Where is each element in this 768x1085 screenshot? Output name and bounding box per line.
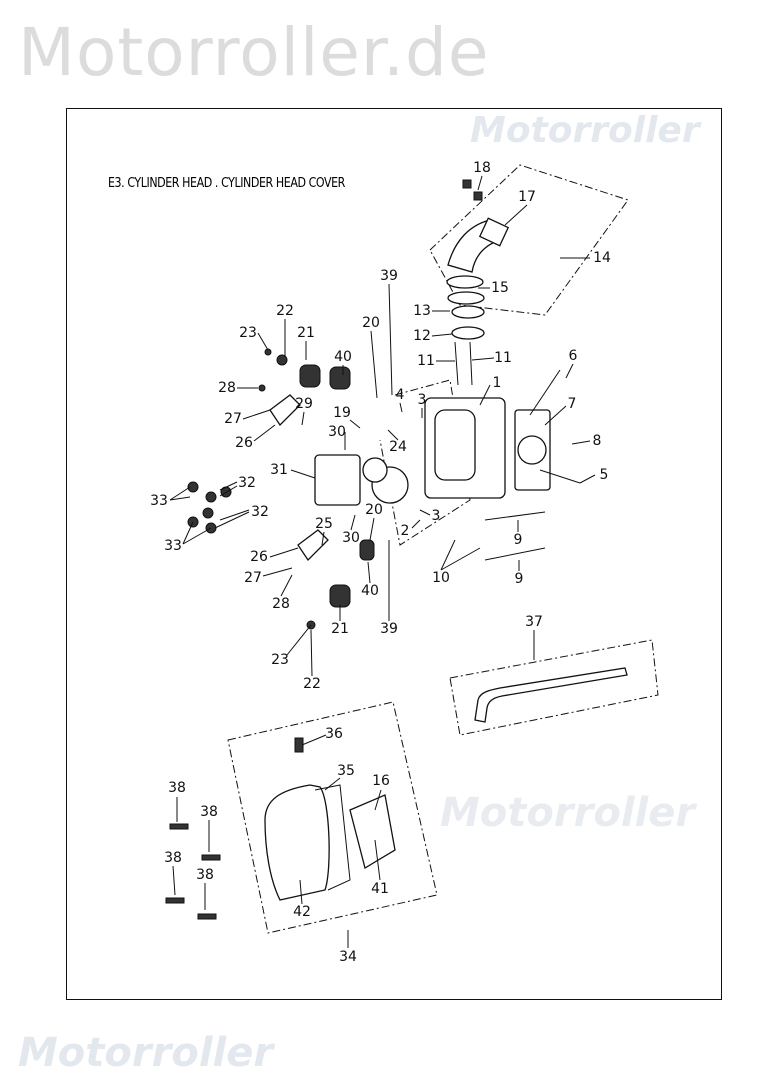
callout: 2 [401, 523, 410, 539]
callout: 40 [334, 349, 352, 365]
callout-labels: 18 17 14 15 13 12 11 11 39 20 40 22 23 2… [150, 160, 611, 965]
callout: 29 [295, 396, 313, 412]
callout: 28 [218, 380, 236, 396]
callout: 9 [514, 532, 523, 548]
callout: 30 [342, 530, 360, 546]
callout: 9 [515, 571, 524, 587]
callout: 22 [303, 676, 321, 692]
callout: 27 [244, 570, 262, 586]
callout: 26 [250, 549, 268, 565]
callout: 11 [494, 350, 512, 366]
callout: 33 [150, 493, 168, 509]
callout: 39 [380, 621, 398, 637]
callout: 17 [518, 189, 536, 205]
callout: 38 [164, 850, 182, 866]
callout: 6 [569, 348, 578, 364]
callout: 42 [293, 904, 311, 920]
callout: 7 [568, 396, 577, 412]
callout: 40 [361, 583, 379, 599]
callout: 38 [196, 867, 214, 883]
callout: 11 [417, 353, 435, 369]
callout: 3 [418, 392, 427, 408]
callout: 32 [238, 475, 256, 491]
callout: 28 [272, 596, 290, 612]
callout: 8 [593, 433, 602, 449]
callout: 21 [331, 621, 349, 637]
callout: 13 [413, 303, 431, 319]
callout: 33 [164, 538, 182, 554]
callout: 10 [432, 570, 450, 586]
callout: 15 [491, 280, 509, 296]
callout: 22 [276, 303, 294, 319]
watermark-logo: Motorroller.de [18, 14, 490, 91]
breather-pipe [474, 667, 628, 723]
callout: 18 [473, 160, 491, 176]
callout: 12 [413, 328, 431, 344]
callout: 30 [328, 424, 346, 440]
group-boundary-head [379, 379, 471, 546]
cylinder-head-cover [165, 737, 396, 920]
watermark-logo: Motorroller [440, 790, 696, 836]
callout: 21 [297, 325, 315, 341]
diagram-frame [66, 108, 722, 1000]
callout: 39 [380, 268, 398, 284]
callout: 36 [325, 726, 343, 742]
callout: 16 [372, 773, 390, 789]
callout: 26 [235, 435, 253, 451]
callout: 23 [271, 652, 289, 668]
cylinder-head [424, 341, 581, 561]
callout: 20 [365, 502, 383, 518]
leader-lines [169, 175, 596, 948]
callout: 3 [432, 508, 441, 524]
callout: 31 [270, 462, 288, 478]
callout: 38 [200, 804, 218, 820]
callout: 34 [339, 949, 357, 965]
callout: 35 [337, 763, 355, 779]
callout: 1 [493, 375, 502, 391]
callout: 20 [362, 315, 380, 331]
callout: 19 [333, 405, 351, 421]
watermark-logo: Motorroller [470, 110, 700, 151]
diagram-title: E3. CYLINDER HEAD . CYLINDER HEAD COVER [108, 176, 345, 191]
callout: 4 [396, 387, 405, 403]
callout: 24 [389, 439, 407, 455]
callout: 41 [371, 881, 389, 897]
watermark-logo: Motorroller [18, 1030, 274, 1076]
intake-pipe [446, 179, 510, 340]
callout: 38 [168, 780, 186, 796]
callout: 27 [224, 411, 242, 427]
group-boundary-34 [227, 701, 438, 934]
callout: 37 [525, 614, 543, 630]
callout: 5 [600, 467, 609, 483]
callout: 14 [593, 250, 611, 266]
callout: 32 [251, 504, 269, 520]
group-boundary-37 [449, 639, 659, 736]
callout: 23 [239, 325, 257, 341]
callout: 25 [315, 516, 333, 532]
camshaft-rocker-assembly [187, 348, 409, 630]
